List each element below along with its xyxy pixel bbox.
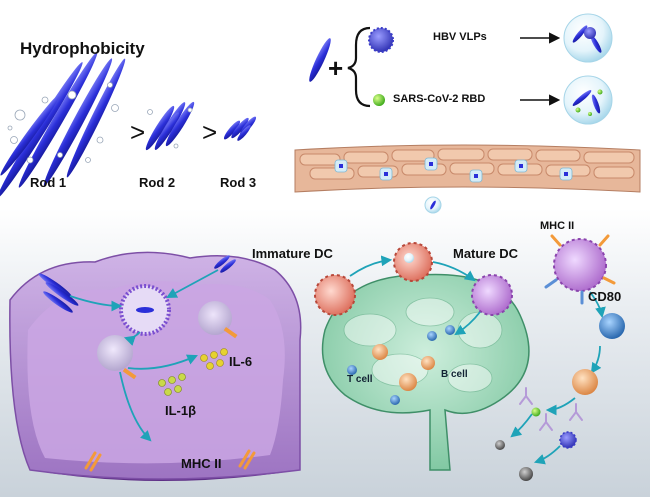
b-cells [347, 325, 455, 405]
il-1b-label: IL-1β [165, 403, 197, 418]
rod-3-illustration [223, 116, 257, 141]
rod-2-label: Rod 2 [139, 175, 176, 190]
rbd-icon [373, 94, 385, 106]
vlp-vaccine-particle [563, 13, 613, 63]
plasma-cell-blue [599, 313, 625, 339]
plasma-cell-orange [572, 369, 598, 395]
rbd-vaccine-particle [563, 75, 613, 125]
incoming-rods-left [38, 273, 79, 313]
hbv-vlps-label: HBV VLPs [433, 31, 487, 43]
released-particle [424, 196, 442, 214]
mhc-ii-receptors [84, 449, 256, 472]
b-cell-label: B cell [441, 369, 468, 380]
dc-flow-arrows [349, 255, 606, 465]
comparator-1: > [130, 117, 146, 147]
neutralized-particle-2 [519, 467, 533, 481]
lysosome-vesicle [198, 301, 238, 339]
lymph-node [321, 273, 530, 471]
rod-1-label: Rod 1 [30, 175, 67, 190]
comparator-2: > [202, 117, 218, 147]
single-rod-icon [309, 38, 331, 82]
cell-mhc-ii-label: MHC II [181, 456, 222, 471]
antigen-vlp [559, 431, 577, 449]
cell-flow-arrows [69, 269, 219, 442]
immature-dc-label: Immature DC [252, 246, 333, 261]
antibodies [519, 387, 583, 431]
mature-dc-label: Mature DC [453, 246, 519, 261]
dc-mhc-ii-label: MHC II [540, 220, 575, 232]
il-6-label: IL-6 [229, 354, 253, 369]
rod-2-illustration [145, 101, 195, 151]
sars-cov-2-rbd-label: SARS-CoV-2 RBD [393, 93, 486, 105]
activated-dc [544, 234, 616, 305]
rod-3-label: Rod 3 [220, 175, 257, 190]
endosome [119, 284, 171, 336]
t-cells [372, 344, 435, 391]
neutralized-particle-1 [495, 440, 505, 450]
brace [347, 26, 371, 108]
hydrophobicity-title: Hydrophobicity [20, 39, 145, 58]
cd80-label: CD80 [588, 289, 622, 304]
muscle-tissue-band [294, 144, 641, 193]
rod-1-illustration [0, 52, 126, 198]
migrating-dc [393, 242, 433, 282]
mature-dc [471, 274, 513, 316]
antigen-green [531, 407, 541, 417]
il6-particles [200, 348, 228, 370]
immature-dc [314, 274, 356, 316]
il1b-particles [158, 373, 186, 396]
t-cell-label: T cell [347, 374, 373, 385]
plus-sign: + [328, 53, 344, 83]
hbv-vlp-icon [368, 27, 394, 53]
incoming-rods-right [214, 255, 236, 273]
